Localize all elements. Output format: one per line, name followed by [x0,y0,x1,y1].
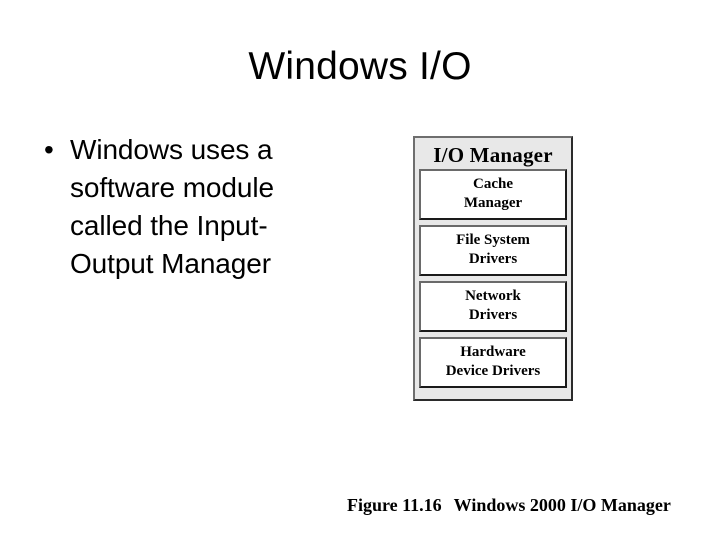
diagram-box-line: Hardware [460,344,526,360]
diagram-box-hardware-device-drivers: Hardware Device Drivers [419,337,567,388]
figure-caption-text: Windows 2000 I/O Manager [453,495,671,515]
diagram-box-line: Manager [463,195,523,211]
bullet-list: • Windows uses a software module called … [34,131,364,283]
bullet-text: Windows uses a software module called th… [70,131,364,283]
diagram-box-cache-manager: Cache Manager [419,169,567,220]
diagram-box-line: File System [456,232,530,248]
bullet-line-1: Windows uses a [70,134,273,165]
bullet-line-2: software module [70,172,274,203]
diagram-box-line: Drivers [468,251,518,267]
list-item: • Windows uses a software module called … [34,131,364,283]
bullet-line-4: Output Manager [70,248,271,279]
diagram-box-network-drivers: Network Drivers [419,281,567,332]
figure-caption-number: Figure 11.16 [347,495,442,515]
bullet-dot-icon: • [44,134,54,165]
diagram-box-line: Cache [473,176,513,192]
diagram-box-file-system-drivers: File System Drivers [419,225,567,276]
figure-caption: Figure 11.16 Windows 2000 I/O Manager [347,494,711,516]
bullet-line-3: called the Input- [70,210,268,241]
page-title: Windows I/O [248,45,472,88]
diagram-box-line: Network [465,288,521,304]
io-manager-diagram: I/O Manager Cache Manager File System Dr… [413,136,573,401]
diagram-box-line: Device Drivers [445,363,541,379]
diagram-box-line: Drivers [468,307,518,323]
io-manager-panel-title: I/O Manager [433,143,553,167]
